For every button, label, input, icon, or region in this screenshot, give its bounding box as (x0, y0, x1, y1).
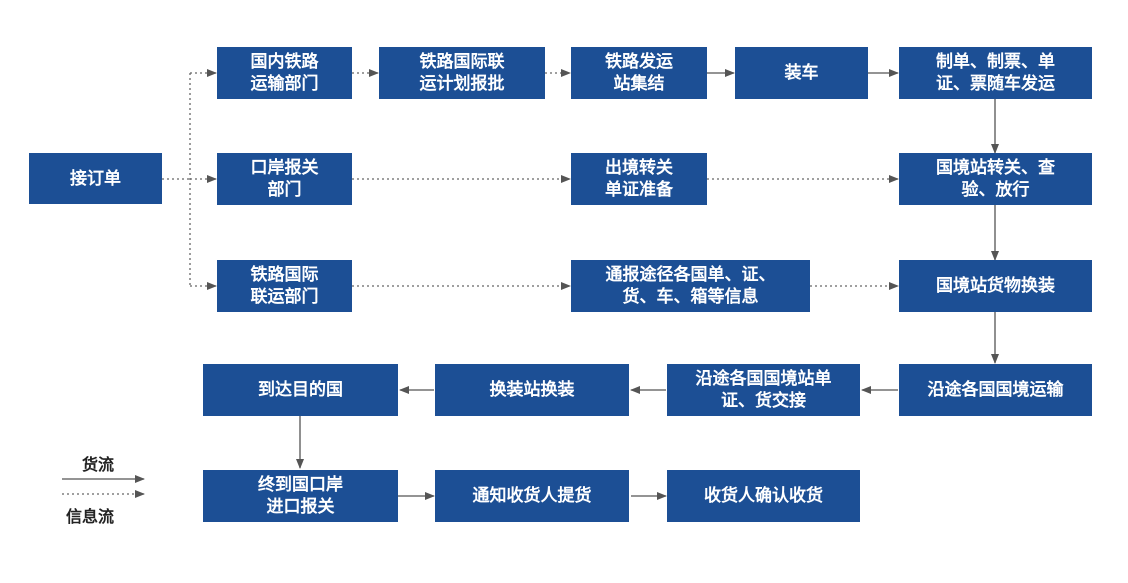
rail-plan-approval-box: 铁路国际联 运计划报批 (379, 47, 545, 99)
notify-countries-box: 通报途径各国单、证、 货、车、箱等信息 (571, 260, 810, 312)
order-box: 接订单 (29, 153, 162, 204)
transit-handover-box: 沿途各国国境站单 证、货交接 (667, 364, 860, 416)
exit-docs-prep-box: 出境转关 单证准备 (571, 153, 707, 205)
transit-transport-box: 沿途各国国境运输 (899, 364, 1092, 416)
info-flow-lines (162, 69, 899, 290)
goods-flow-lines (296, 69, 999, 500)
arrive-destination-box: 到达目的国 (203, 364, 398, 416)
legend-info-flow-label: 信息流 (66, 507, 115, 526)
border-reload-box: 国境站货物换装 (899, 260, 1092, 312)
rail-transport-dept-box: 国内铁路 运输部门 (217, 47, 352, 99)
port-customs-dept-box: 口岸报关 部门 (217, 153, 352, 205)
consignee-confirm-box: 收货人确认收货 (667, 470, 860, 522)
rail-intl-dept-box: 铁路国际 联运部门 (217, 260, 352, 312)
loading-box: 装车 (735, 47, 868, 99)
border-customs-inspect-box: 国境站转关、查 验、放行 (899, 153, 1092, 205)
notify-consignee-box: 通知收货人提货 (435, 470, 629, 522)
legend-goods-flow-label: 货流 (82, 455, 115, 474)
documents-box: 制单、制票、单 证、票随车发运 (899, 47, 1092, 99)
destination-customs-box: 终到国口岸 进口报关 (203, 470, 398, 522)
rail-station-assembly-box: 铁路发运 站集结 (571, 47, 707, 99)
transfer-station-reload-box: 换装站换装 (435, 364, 629, 416)
